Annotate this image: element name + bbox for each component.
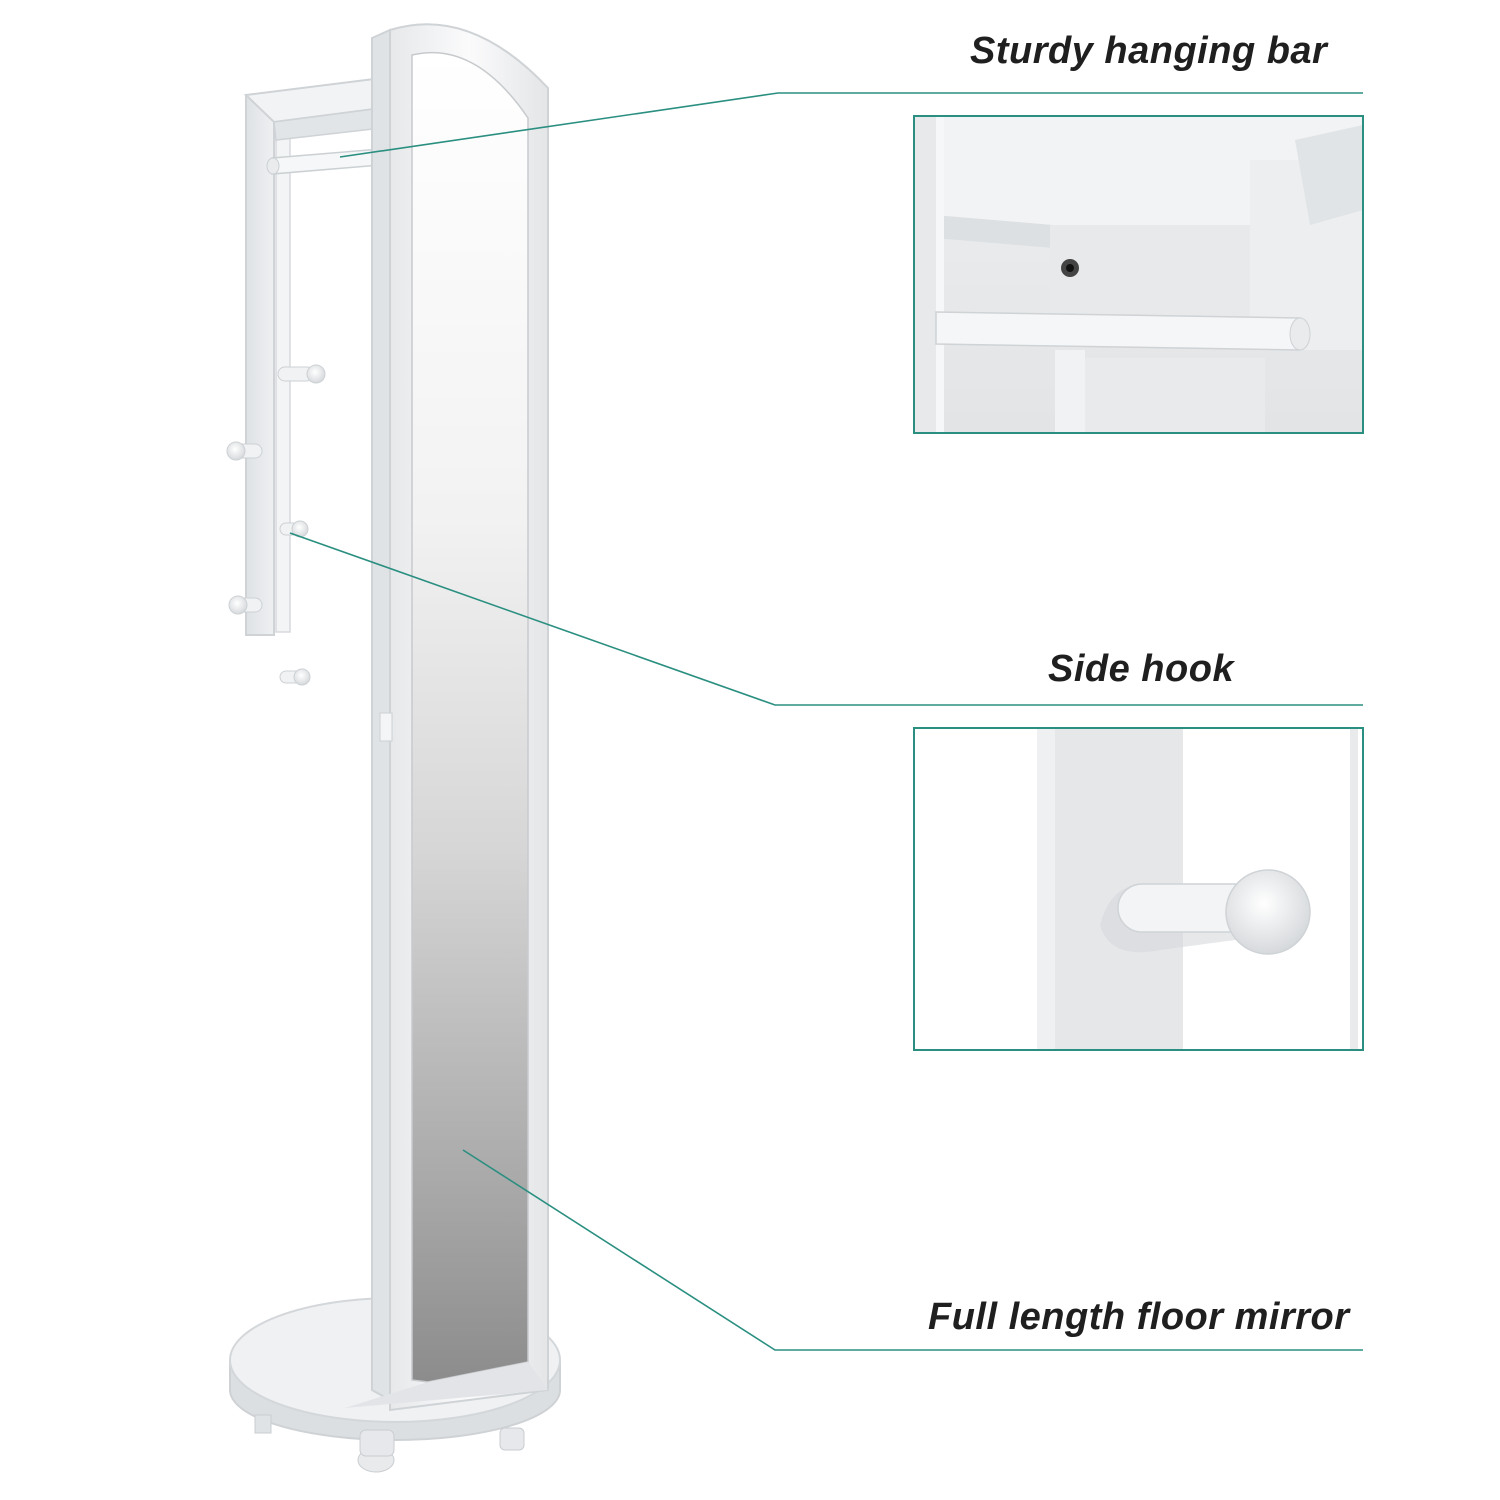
side-hooks [226,364,326,686]
hook [277,364,326,384]
hook [226,441,263,461]
detail-hanging-bar [913,115,1364,434]
detail-frame [913,727,1364,1051]
side-hook-label: Side hook [1048,648,1235,690]
floor-mirror-label: Full length floor mirror [928,1296,1350,1338]
rack-frame [243,76,393,636]
mirror-coat-rack [226,23,561,1473]
hook [279,520,309,538]
leader-line-floor-mirror [462,1149,1363,1351]
mirror-glass [411,51,529,1383]
detail-frame [913,115,1364,434]
hanging-bar-label: Sturdy hanging bar [970,30,1328,72]
hook [279,668,311,686]
mirror-column [345,23,549,1412]
leader-line-side-hook [289,532,1363,706]
callout-lines [289,92,1363,1351]
hook [228,595,263,615]
detail-side-hook [913,727,1364,1051]
caster-wheels [254,1414,525,1473]
leader-line-hanging-bar [339,92,1363,158]
